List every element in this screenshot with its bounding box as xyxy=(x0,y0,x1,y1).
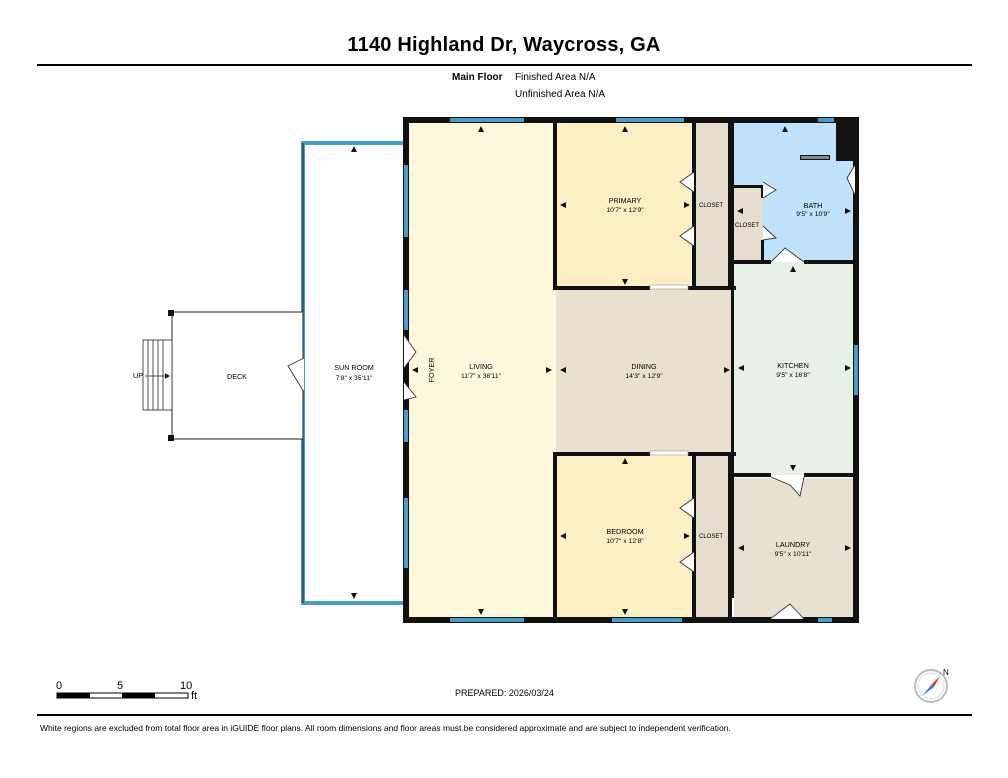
bath-label: BATH xyxy=(804,201,823,210)
primary-label: PRIMARY xyxy=(609,196,642,205)
plan-title: 1140 Highland Dr, Waycross, GA xyxy=(347,34,661,56)
foyer-label: FOYER xyxy=(427,358,436,383)
closet2-fill xyxy=(733,188,763,260)
closet3-label: CLOSET xyxy=(699,534,723,540)
bedroom-dims: 10'7" x 12'8" xyxy=(606,538,644,545)
deck-stairs xyxy=(142,339,173,411)
living-room-fill xyxy=(408,122,556,619)
disclaimer-text: White regions are excluded from total fl… xyxy=(40,723,731,733)
deck-outline xyxy=(171,311,304,440)
laundry-dims: 9'5" x 10'11" xyxy=(775,551,812,558)
deck-post xyxy=(168,435,174,441)
stairs-up-label: UP xyxy=(133,371,143,380)
scale-label-0: 0 xyxy=(56,680,63,692)
doors xyxy=(287,164,856,620)
sunroom-label: SUN ROOM xyxy=(334,363,374,372)
stairs-arrowhead xyxy=(165,373,170,379)
floor-name: Main Floor xyxy=(452,72,503,83)
primary-dims: 10'7" x 12'9" xyxy=(606,207,644,214)
dining-fill xyxy=(556,288,734,454)
kitchen-fill xyxy=(734,262,855,475)
living-label: LIVING xyxy=(469,362,493,371)
footer-rule xyxy=(37,714,972,716)
closet2-label: CLOSET xyxy=(735,223,759,229)
header-rule xyxy=(37,64,972,66)
primary-room-fill xyxy=(556,122,694,288)
scale-bar xyxy=(56,692,189,699)
living-dims: 11'7" x 38'11" xyxy=(461,373,502,380)
prepared-date: PREPARED: 2026/03/24 xyxy=(455,688,554,698)
kitchen-label: KITCHEN xyxy=(777,361,809,370)
finished-area: Finished Area N/A xyxy=(515,72,596,83)
dining-dims: 14'3" x 12'9" xyxy=(625,373,663,380)
bedroom-fill xyxy=(556,454,694,619)
scale-label-10: 10 xyxy=(180,680,193,692)
laundry-fill xyxy=(734,478,855,619)
closet3-fill xyxy=(694,454,730,619)
interior-walls xyxy=(553,123,854,620)
compass-icon: N xyxy=(914,668,949,703)
bedroom-label: BEDROOM xyxy=(606,527,643,536)
compass-north-label: N xyxy=(943,668,949,677)
closet1-label: CLOSET xyxy=(699,203,723,209)
deck-label: DECK xyxy=(227,372,247,381)
scale-label-5: 5 xyxy=(117,680,124,692)
bath-dims: 9'5" x 10'9" xyxy=(796,211,830,218)
sunroom-dims: 7'8" x 35'11" xyxy=(336,375,373,382)
kitchen-dims: 9'5" x 16'8" xyxy=(776,372,810,379)
closet1-fill xyxy=(694,122,730,288)
windows xyxy=(404,118,858,622)
sunroom-window-wall xyxy=(301,141,404,605)
dining-opening-top xyxy=(649,284,689,290)
bath-fixture xyxy=(801,156,829,159)
unfinished-area: Unfinished Area N/A xyxy=(515,89,606,100)
deck-post xyxy=(168,310,174,316)
laundry-label: LAUNDRY xyxy=(776,540,810,549)
scale-unit: ft xyxy=(191,690,198,702)
dimension-markers xyxy=(351,126,851,615)
dining-label: DINING xyxy=(631,362,657,371)
dining-opening-bottom xyxy=(649,450,689,456)
